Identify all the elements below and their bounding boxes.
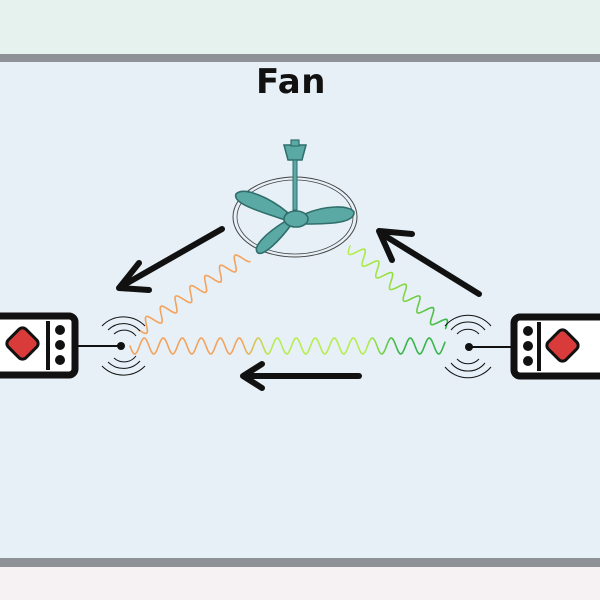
bottom-band: [0, 567, 600, 600]
signal-waves-icon: [444, 314, 492, 379]
remote-control-icon: [0, 312, 125, 379]
remote-control-icon: [465, 313, 600, 380]
top-band: [0, 0, 600, 54]
signal-wave-right: [347, 245, 449, 330]
signal-wave-bottom: [129, 337, 446, 355]
top-divider: [0, 54, 600, 62]
diagram-title: Fan: [256, 62, 326, 102]
arrow-icon: [116, 226, 225, 293]
signal-waves-icon: [101, 316, 146, 376]
bottom-divider: [0, 558, 600, 567]
arrow-icon: [376, 228, 482, 297]
arrow-icon: [240, 361, 362, 391]
signal-wave-left: [138, 254, 251, 335]
ceiling-fan-icon: [232, 139, 358, 258]
